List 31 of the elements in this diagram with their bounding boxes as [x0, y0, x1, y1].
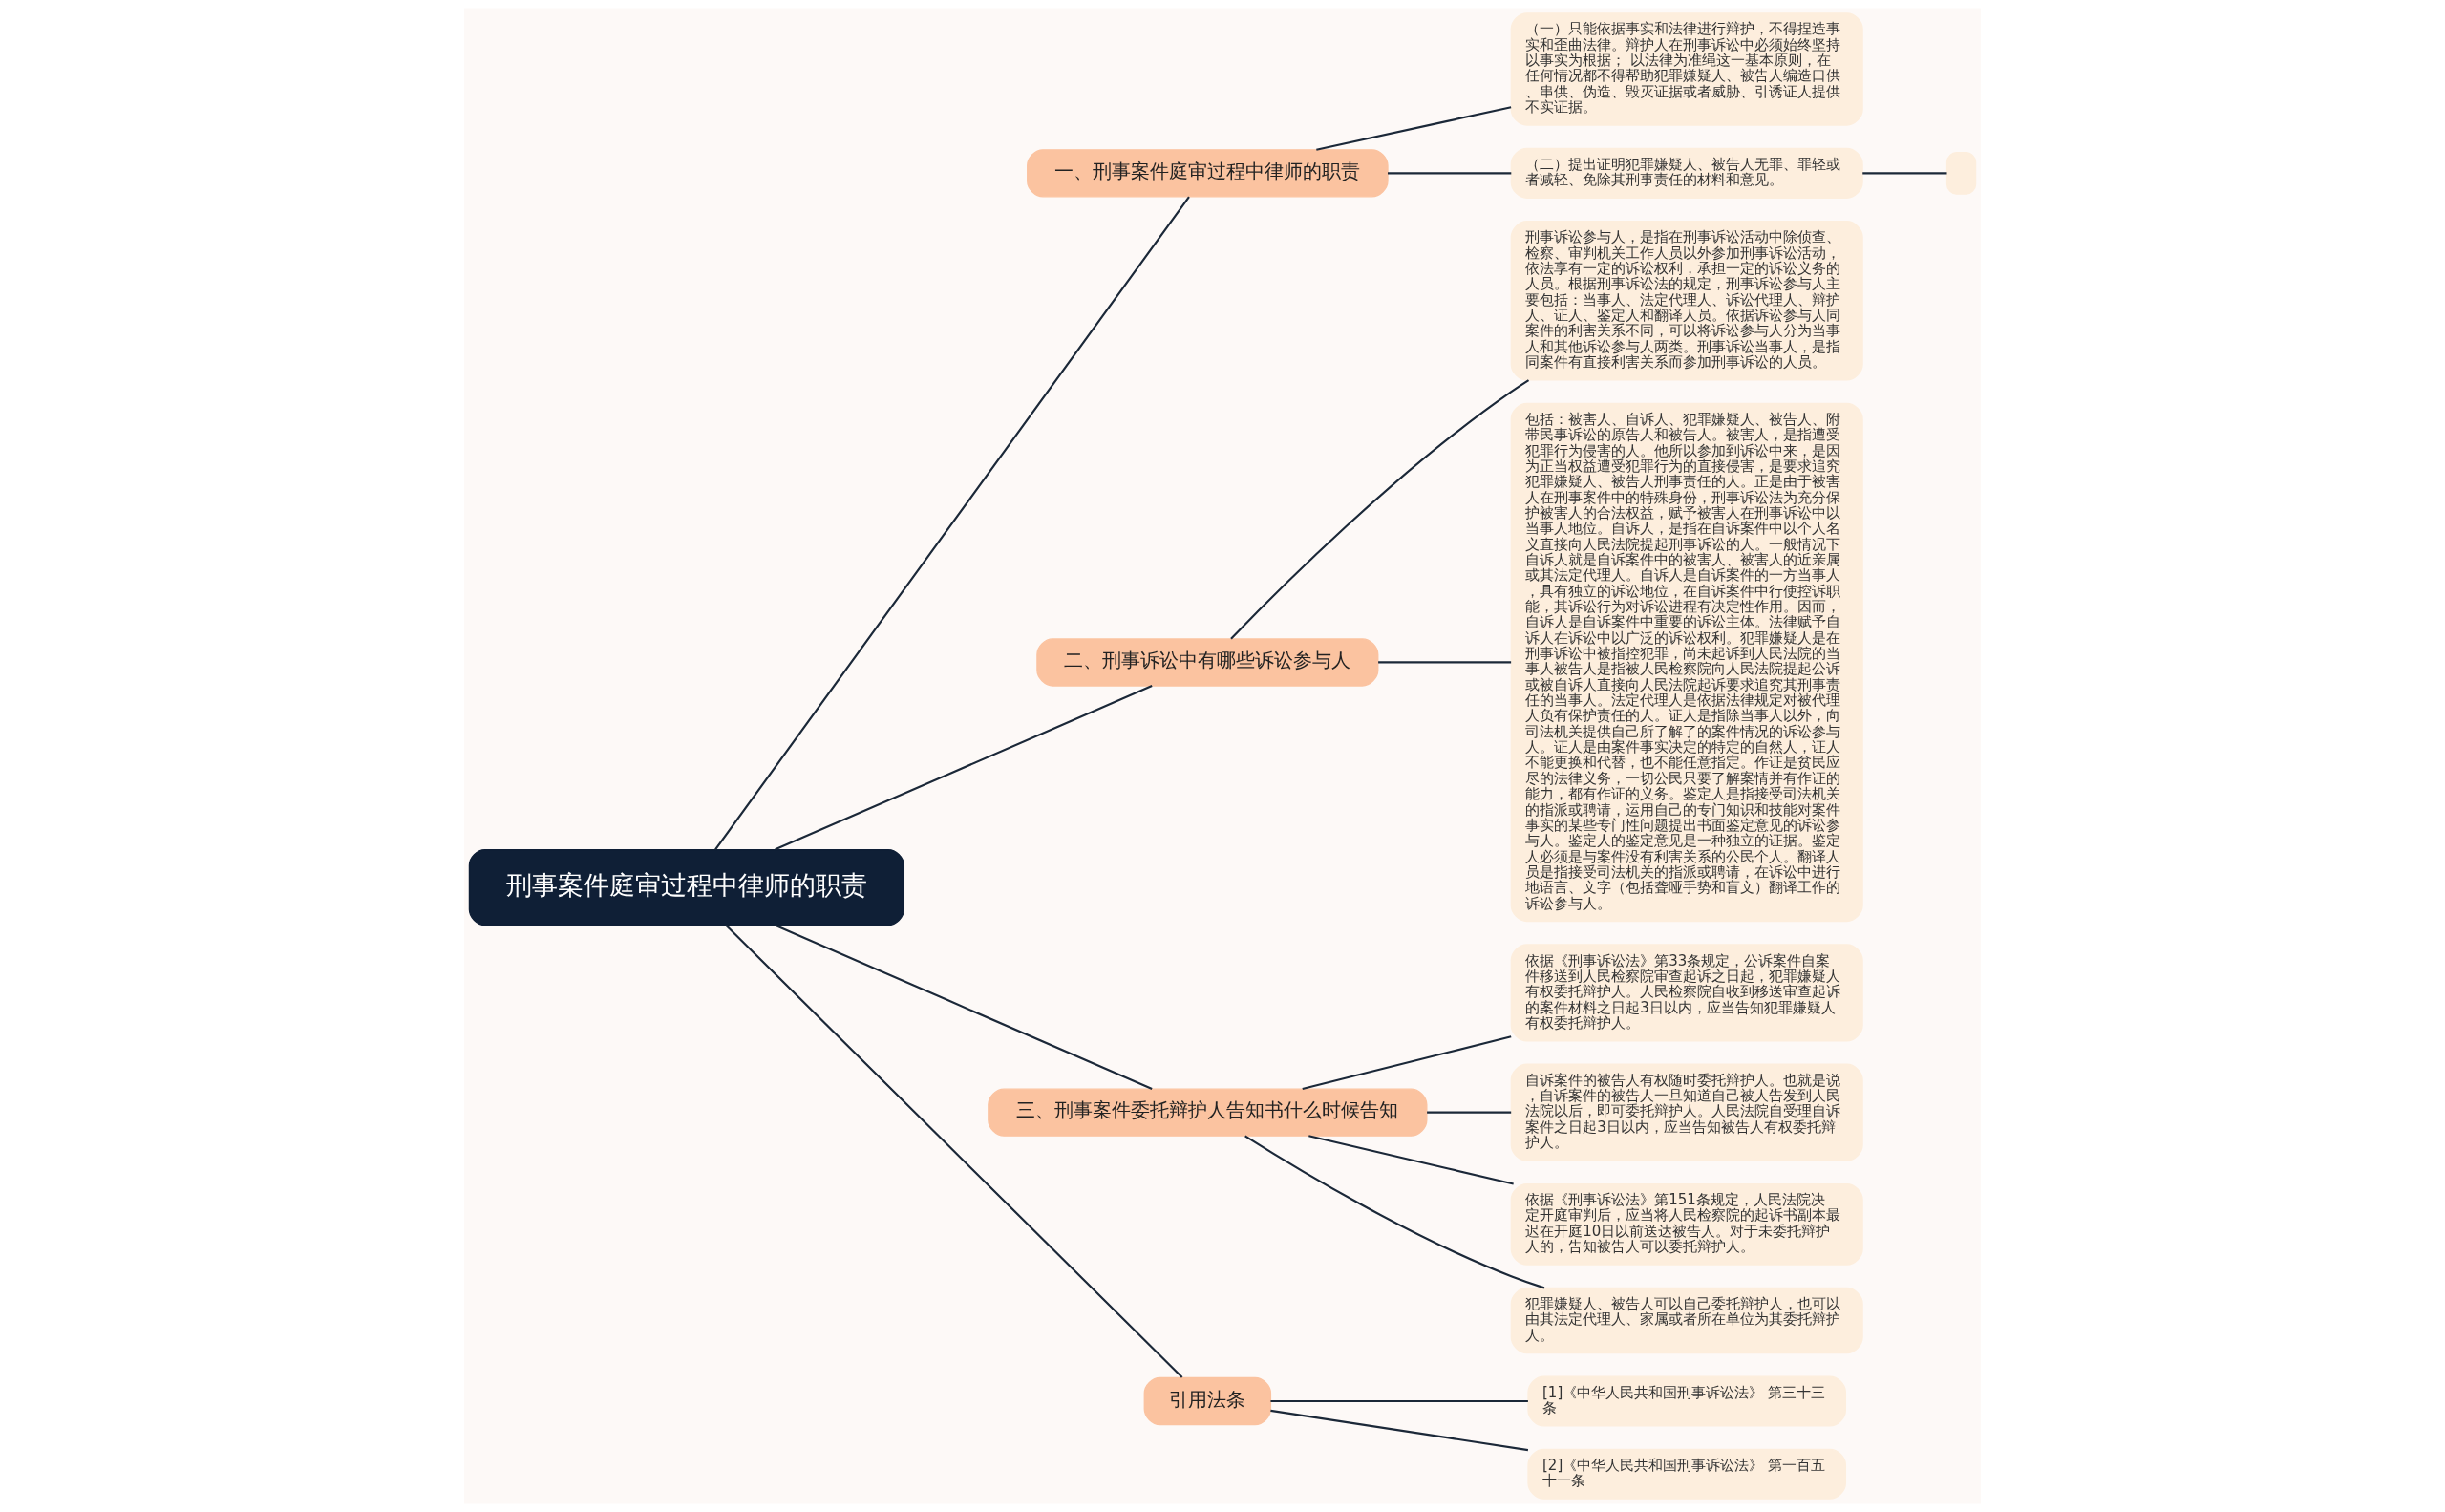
connector: [1244, 1135, 1545, 1289]
connector: [1270, 1409, 1529, 1452]
node-box: 自诉案件的被告人有权随时委托辩护人。也就是说，自诉案件的被告人一旦知道自己被人告发到人民法院以后，即可委托辩护人。人民法院自受理自诉案件之日起3日以内，应当告知被告人有权委托辩护人。: [1510, 1063, 1863, 1161]
connector: [775, 685, 1153, 851]
node-box: 刑事诉讼参与人，是指在刑事诉讼活动中除侦查、检察、审判机关工作人员以外参加刑事诉讼活动，依法享有一定的诉讼权利，承担一定的诉讼义务的人员。根据刑事诉讼法的规定，刑事诉讼参与人主要包括：当事人、法定代理人、诉讼代理人、辩护人、证人、鉴定人和翻译人员。依据诉讼参与人同案件的利害关系不同，可以将诉讼参与人分为当事人和其他诉讼参与人两类。刑事诉讼当事人，是指同案件有直接利害关系而参加刑事诉讼的人员。: [1510, 221, 1863, 381]
node-box: 犯罪嫌疑人、被告人可以自己委托辩护人，也可以由其法定代理人、家属或者所在单位为其委托辩护人。: [1510, 1287, 1863, 1354]
connector: [1862, 172, 1947, 175]
connector: [714, 196, 1190, 851]
connector: [725, 924, 1183, 1378]
connector: [1302, 1035, 1512, 1091]
connector: [1378, 661, 1512, 664]
connector: [1230, 379, 1530, 640]
node-box: 包括：被害人、自诉人、犯罪嫌疑人、被告人、附带民事诉讼的原告人和被告人。被害人，是指遭受犯罪行为侵害的人。他所以参加到诉讼中来，是因为正当权益遭受犯罪行为的直接侵害，是要求追究犯罪嫌疑人、被告人刑事责任的人。正是由于被害人在刑事案件中的特殊身份，刑事诉讼法为充分保护被害人的合法权益，赋予被害人在刑事诉讼中以当事人地位。自诉人，是指在自诉案件中以个人名义直接向人民法院提起刑事诉讼的人。一般情况下自诉人就是自诉案件中的被害人、被害人的近亲属或其法定代理人。自诉人是自诉案件的一方当事人，具有独立的诉讼地位，在自诉案件中行使控诉职能，其诉讼行为对诉讼进程有决定性作用。因而，自诉人是自诉案件中重要的诉讼主体。法律赋予自诉人在诉讼中以广泛的诉讼权利。犯罪嫌疑人是在刑事诉讼中被指控犯罪，尚未起诉到人民法院的当事人被告人是指被人民检察院向人民法院提起公诉或被自诉人直接向人民法院起诉要求追究其刑事责任的当事人。法定代理人是依据法律规定对被代理人负有保护责任的人。证人是指除当事人以外，向司法机关提供自己所了解了的案件情况的诉讼参与人。证人是由案件事实决定的特定的自然人，证人不能更换和代替，也不能任意指定。作证是贫民应尽的法律义务，一切公民只要了解案情并有作证的能力，都有作证的义务。鉴定人是指接受司法机关的指派或聘请，运用自己的专门知识和技能对案件事实的某些专门性问题提出书面鉴定意见的诉讼参与人。鉴定人的鉴定意见是一种独立的证据。鉴定人必须是与案件没有利害关系的公民个人。翻译人员是指接受司法机关的指派或聘请，在诉讼中进行地语言、文字（包括聋哑手势和盲文）翻译工作的诉讼参与人。: [1510, 402, 1863, 923]
node-box: 引用法条: [1143, 1376, 1272, 1426]
node-box: [1]《中华人民共和国刑事诉讼法》 第三十三条: [1527, 1375, 1847, 1427]
connector: [1270, 1399, 1528, 1403]
connector: [1427, 1111, 1512, 1114]
connector: [1388, 172, 1512, 175]
node-box: [2]《中华人民共和国刑事诉讼法》 第一百五十一条: [1527, 1448, 1847, 1500]
node-box: 一、刑事案件庭审过程中律师的职责: [1027, 149, 1389, 198]
node-box: 刑事案件庭审过程中律师的职责: [468, 848, 904, 926]
connector: [775, 924, 1153, 1090]
node-box: 依据《刑事诉讼法》第33条规定，公诉案件自案件移送到人民检察院审查起诉之日起，犯罪嫌疑人有权委托辩护人。人民检察院自收到移送审查起诉的案件材料之日起3日以内，应当告知犯罪嫌疑人有权委托辩护人。: [1510, 944, 1863, 1042]
node-box: 二、刑事诉讼中有哪些诉讼参与人: [1036, 638, 1379, 687]
connector: [1308, 1135, 1514, 1185]
node-box: （一）只能依据事实和法律进行辩护，不得捏造事实和歪曲法律。辩护人在刑事诉讼中必须始终坚持以事实为根据； 以法律为准绳这一基本原则，在任何情况都不得帮助犯罪嫌疑人、被告人编造口供、串供、伪造、毁灭证据或者威胁、引诱证人提供不实证据。: [1510, 12, 1863, 126]
node-box: [1945, 151, 1977, 195]
connector: [1316, 106, 1512, 151]
node-box: （二）提出证明犯罪嫌疑人、被告人无罪、罪轻或者减轻、免除其刑事责任的材料和意见。: [1510, 147, 1863, 199]
node-box: 依据《刑事诉讼法》第151条规定，人民法院决定开庭审判后，应当将人民检察院的起诉书副本最迟在开庭10日以前送达被告人。对于未委托辩护人的，告知被告人可以委托辩护人。: [1510, 1182, 1863, 1266]
node-box: 三、刑事案件委托辩护人告知书什么时候告知: [988, 1088, 1428, 1137]
